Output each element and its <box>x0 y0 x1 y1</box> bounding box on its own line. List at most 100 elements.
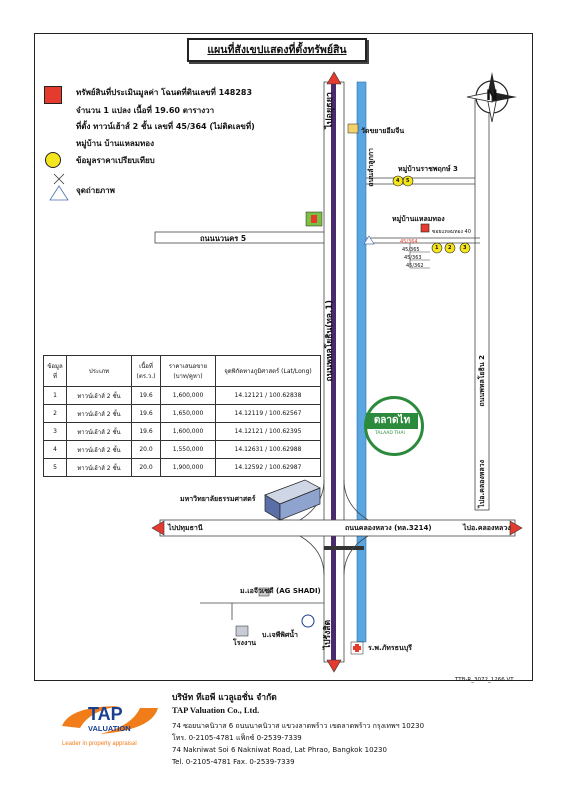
photo-point-icon <box>363 235 375 245</box>
table-header-row: ข้อมูลที่ ประเภท เนื้อที่ (ตร.ว.) ราคาเส… <box>43 355 321 387</box>
reference-code: TTB-R_3072_1266.VT <box>455 677 514 683</box>
table-cell: 20.0 <box>131 440 161 459</box>
table-cell: 1,600,000 <box>160 386 216 405</box>
table-cell: 14.12121 / 100.62838 <box>215 386 321 405</box>
ag-shadi-icon <box>258 587 270 597</box>
table-cell: 1,550,000 <box>160 440 216 459</box>
photo-legend-label: จุดถ่ายภาพ <box>76 186 115 195</box>
table-cell: 19.6 <box>131 404 161 423</box>
table-header: ข้อมูลที่ <box>43 355 67 387</box>
laemthong-label: หมู่บ้านแหลมทอง <box>392 215 445 223</box>
cmp-label-5: 5 <box>406 178 410 184</box>
tel-th: โทร. 0-2105-4781 แฟ็กซ์ 0-2539-7339 <box>172 734 302 742</box>
comparable-legend-label: ข้อมูลราคาเปรียบเทียบ <box>76 156 155 165</box>
table-cell: ทาวน์เฮ้าส์ 2 ชั้น <box>66 440 132 459</box>
lamlukka-label: ถนนลำลูกกา <box>367 148 375 187</box>
table-cell: ทาวน์เฮ้าส์ 2 ชั้น <box>66 458 132 477</box>
table-cell: 14.12631 / 100.62988 <box>215 440 321 459</box>
comparison-table: ข้อมูลที่ ประเภท เนื้อที่ (ตร.ว.) ราคาเส… <box>43 355 321 477</box>
property-marker <box>420 223 430 233</box>
arrow-east <box>509 520 523 536</box>
to-khlong-luang-label: ไปอ.คลองหลวง <box>463 524 511 532</box>
ag-shadi-label: ม.เอจีวเซดี (AG SHADI) <box>240 587 321 595</box>
north-label: N <box>486 88 498 104</box>
table-header: เนื้อที่ (ตร.ว.) <box>131 355 161 387</box>
table-cell: ทาวน์เฮ้าส์ 2 ชั้น <box>66 422 132 441</box>
comparable-marker-3 <box>459 242 471 254</box>
table-cell: 1,900,000 <box>160 458 216 477</box>
tagline: Leader in property appraisal <box>62 741 137 747</box>
talaad-thai-sub: TALAAD THAI <box>375 431 405 436</box>
house-label-2: 45/363 <box>404 255 422 261</box>
table-cell: 4 <box>43 440 67 459</box>
road-bottom-label: ไปรังสิต <box>323 620 333 650</box>
temple-icon <box>347 123 359 134</box>
gas-station-icon <box>301 614 315 628</box>
tap-logo-swoosh <box>62 706 158 734</box>
cmp-label-4: 4 <box>396 178 400 184</box>
table-cell: 19.6 <box>131 386 161 405</box>
nawanakhon5-label: ถนนนวนคร 5 <box>200 234 247 243</box>
house-label-1: 45/365 <box>402 247 420 253</box>
table-cell: 2 <box>43 404 67 423</box>
phahonyothin-label: ถนนพหลโยธิน(ทล.1) <box>325 300 335 382</box>
cmp-label-2: 2 <box>448 245 452 251</box>
table-cell: 20.0 <box>131 458 161 477</box>
phahonyothin2-road <box>474 99 490 511</box>
table-cell: 5 <box>43 458 67 477</box>
table-cell: 3 <box>43 422 67 441</box>
temple-label: วัดขยายอีมจีน <box>361 127 405 135</box>
phahonyothin2-label: ถนนพหลโยธิน 2 <box>478 355 486 407</box>
soi-label: ซอยแหลมทอง 40 <box>432 229 471 235</box>
hospital-icon <box>350 641 364 655</box>
house-label-3: 45/362 <box>406 263 424 269</box>
overpass <box>324 546 364 550</box>
cmp-label-1: 1 <box>435 245 439 251</box>
table-cell: 14.12119 / 100.62567 <box>215 404 321 423</box>
junction <box>324 521 344 535</box>
tap-logo-text: TAP <box>88 704 123 724</box>
khlong-luang-label: ถนนคลองหลวง (ทล.3214) <box>345 524 432 532</box>
table-cell: 14.12121 / 100.62395 <box>215 422 321 441</box>
university-label: มหาวิทยาลัยธรรมศาสตร์ <box>180 495 256 503</box>
factory-label: โรงงาน <box>233 639 257 647</box>
address-th: 74 ซอยนาคนิวาส 6 ถนนนาคนิวาส แขวงลาดพร้า… <box>172 722 425 730</box>
talaad-thai-text: ตลาดไท <box>366 413 418 429</box>
arrow-north <box>326 71 342 85</box>
university-building <box>264 479 321 521</box>
to-pathum-label: ไปปทุมธานี <box>168 524 203 532</box>
cmp-label-3: 3 <box>463 245 467 251</box>
comparable-marker-5 <box>402 175 414 187</box>
ratchaphruek-label: หมู่บ้านราชพฤกษ์ 3 <box>398 165 458 173</box>
map-frame <box>34 33 533 681</box>
property-legend-line4: หมู่บ้าน บ้านแหลมทอง <box>76 139 154 148</box>
tap-logo-sub: VALUATION <box>88 724 131 733</box>
table-cell: ทาวน์เฮ้าส์ 2 ชั้น <box>66 404 132 423</box>
comparable-marker-1 <box>431 242 443 254</box>
tel-en: Tel. 0-2105-4781 Fax. 0-2539-7339 <box>172 758 295 766</box>
table-cell: 19.6 <box>131 422 161 441</box>
property-legend-line1: ทรัพย์สินที่ประเมินมูลค่า โฉนดที่ดินเลขท… <box>76 88 253 97</box>
property-legend-line2: จำนวน 1 แปลง เนื้อที่ 19.60 ตารางวา <box>76 106 215 115</box>
hospital-label: ร.พ.ภัทรธนบุรี <box>368 644 412 652</box>
table-cell: 14.12592 / 100.62987 <box>215 458 321 477</box>
factory-icon <box>235 625 249 637</box>
table-cell: 1,600,000 <box>160 422 216 441</box>
phahonyothin-median <box>331 82 336 662</box>
photo-point-legend-icon <box>49 173 69 201</box>
arrow-west <box>151 520 165 536</box>
table-cell: 1,650,000 <box>160 404 216 423</box>
comparable-marker-2 <box>444 242 456 254</box>
table-header: ประเภท <box>66 355 132 387</box>
table-cell: ทาวน์เฮ้าส์ 2 ชั้น <box>66 386 132 405</box>
house-no-label: 45/364 <box>400 239 418 245</box>
comparable-legend-icon <box>45 152 61 168</box>
company-name-en: TAP Valuation Co., Ltd. <box>172 705 260 715</box>
thaiben-label: บ.เจพีพิศน้ำ <box>262 631 298 639</box>
